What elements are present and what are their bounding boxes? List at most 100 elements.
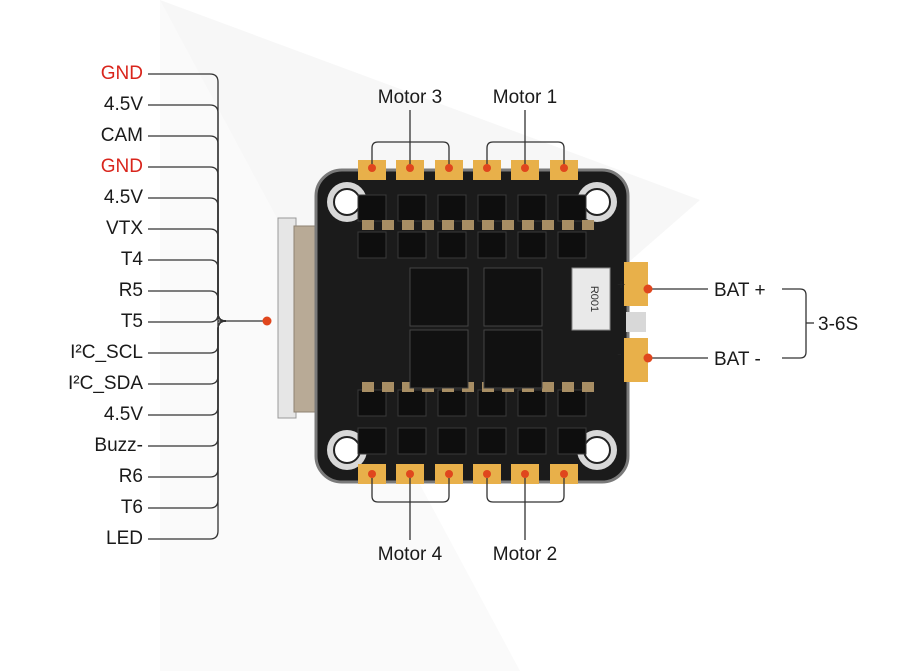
mosfet: [477, 231, 507, 259]
capacitor: [482, 225, 494, 230]
capacitor: [522, 220, 534, 225]
capacitor: [582, 220, 594, 225]
motor-1-dot: [521, 164, 529, 172]
mosfet: [357, 194, 387, 222]
motor-1-dot: [560, 164, 568, 172]
mosfet: [397, 194, 427, 222]
capacitor: [382, 225, 394, 230]
voltage-label: 3-6S: [818, 314, 858, 335]
mosfet-array: [357, 194, 594, 455]
mosfet: [517, 231, 547, 259]
motor-1-dot: [483, 164, 491, 172]
mosfet: [397, 389, 427, 417]
capacitor: [522, 225, 534, 230]
pin-label: GND: [100, 156, 143, 177]
pin-leader-lines: [148, 73, 263, 540]
mounting-hole-inner: [333, 436, 361, 464]
capacitor: [582, 225, 594, 230]
capacitor: [382, 387, 394, 392]
capacitor: [402, 387, 414, 392]
motor-4-dot: [445, 470, 453, 478]
capacitor: [582, 387, 594, 392]
capacitor: [542, 220, 554, 225]
capacitor: [562, 387, 574, 392]
motor-4-label: Motor 4: [378, 544, 443, 565]
capacitor: [502, 220, 514, 225]
mosfet: [517, 194, 547, 222]
mosfet: [517, 389, 547, 417]
pin-label: I²C_SDA: [68, 373, 143, 394]
voltage-bracket: [782, 288, 807, 359]
pin-label: T6: [120, 497, 143, 518]
capacitor: [402, 382, 414, 387]
mosfet: [357, 231, 387, 259]
bat-plus-mark: +: [617, 276, 625, 292]
bat-plus-pad: [624, 262, 648, 306]
capacitor: [542, 387, 554, 392]
capacitor: [402, 220, 414, 225]
mosfet: [517, 427, 547, 455]
capacitor: [542, 225, 554, 230]
connection-dots: [262, 164, 653, 478]
motor-leader-lines: [371, 110, 814, 540]
connector-dot: [262, 316, 272, 326]
current-sense-resistor: R001: [571, 267, 611, 331]
motor-3-dot: [406, 164, 414, 172]
capacitor: [422, 225, 434, 230]
bat-plus-dot: [643, 284, 653, 294]
capacitor: [542, 382, 554, 387]
capacitor: [362, 225, 374, 230]
capacitor: [402, 225, 414, 230]
pcb-body: [316, 170, 628, 482]
mosfet: [557, 389, 587, 417]
motor-4-dot: [406, 470, 414, 478]
pin-label: I²C_SCL: [70, 342, 143, 363]
pin-label: 4.5V: [103, 187, 143, 208]
pin-label: 4.5V: [103, 94, 143, 115]
pin-label: 4.5V: [103, 404, 143, 425]
pin-leader: [148, 320, 227, 540]
pin-label: R6: [118, 466, 143, 487]
pin-label: Buzz-: [94, 435, 143, 456]
motor-2-dot: [521, 470, 529, 478]
capacitor: [422, 387, 434, 392]
pin-label: CAM: [100, 125, 143, 146]
mosfet: [477, 389, 507, 417]
mosfet: [477, 194, 507, 222]
mosfet: [437, 389, 467, 417]
pin-label: T5: [120, 311, 143, 332]
capacitor: [502, 225, 514, 230]
motor-2-label: Motor 2: [493, 544, 557, 565]
motor-1-label: Motor 1: [493, 87, 557, 108]
capacitor: [502, 387, 514, 392]
capacitor: [362, 387, 374, 392]
capacitor: [562, 225, 574, 230]
motor-3-label: Motor 3: [378, 87, 442, 108]
bat-minus-dot: [643, 353, 653, 363]
driver-chips: [409, 267, 543, 389]
motor-2-dot: [560, 470, 568, 478]
chip: [409, 329, 469, 389]
mosfet: [397, 231, 427, 259]
chip: [409, 267, 469, 327]
battery-pads: + -: [617, 262, 648, 382]
connector-frame: [277, 217, 297, 419]
capacitor: [382, 220, 394, 225]
mosfet: [557, 231, 587, 259]
pin-label: T4: [120, 249, 143, 270]
chip: [483, 329, 543, 389]
pin-label: GND: [100, 63, 143, 84]
capacitor: [382, 382, 394, 387]
chip: [483, 267, 543, 327]
capacitor: [442, 387, 454, 392]
mounting-hole-inner: [583, 188, 611, 216]
capacitor: [462, 220, 474, 225]
bat-minus-label: BAT -: [714, 349, 761, 370]
pin-label: R5: [118, 280, 143, 301]
capacitor: [362, 220, 374, 225]
capacitor: [562, 382, 574, 387]
mosfet: [437, 194, 467, 222]
bat-pad-separator: [626, 312, 646, 332]
motor-3-dot: [368, 164, 376, 172]
